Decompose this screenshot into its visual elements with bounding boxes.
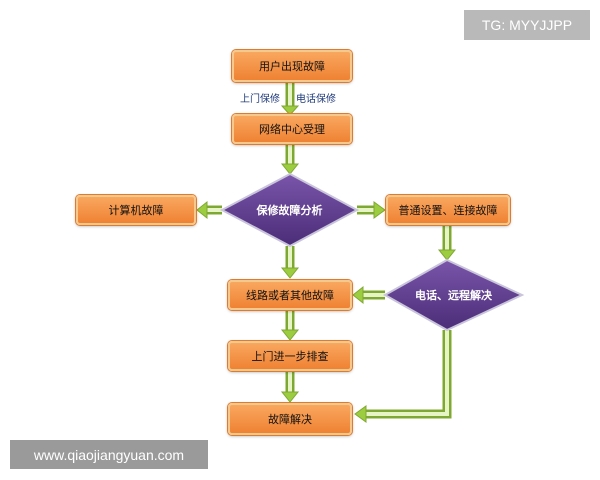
edge-label-onsite-repair: 上门保修: [240, 94, 280, 105]
analysis-decision-label: 保修故障分析: [256, 204, 323, 217]
arrow-remote-to-resolved: [364, 330, 452, 419]
analysis-decision-diamond: [219, 172, 360, 248]
connector-arrows: [196, 83, 457, 423]
remote-solve-decision-label: 电话、远程解决: [415, 289, 492, 302]
edge-label-phone-repair: 电话保修: [296, 94, 336, 105]
node-line-fault: 线路或者其他故障: [228, 280, 352, 310]
remote-solve-decision-diamond: [382, 258, 525, 332]
node-user-fault: 用户出现故障: [232, 50, 352, 82]
node-computer-fault: 计算机故障: [76, 195, 196, 225]
node-network-center: 网络中心受理: [232, 114, 352, 144]
watermark-bottom: www.qiaojiangyuan.com: [10, 440, 208, 469]
watermark-top: TG: MYYJJPP: [464, 10, 590, 40]
node-onsite-check: 上门进一步排查: [228, 341, 352, 371]
node-general-settings: 普通设置、连接故障: [386, 195, 510, 225]
node-resolved: 故障解决: [228, 403, 352, 435]
